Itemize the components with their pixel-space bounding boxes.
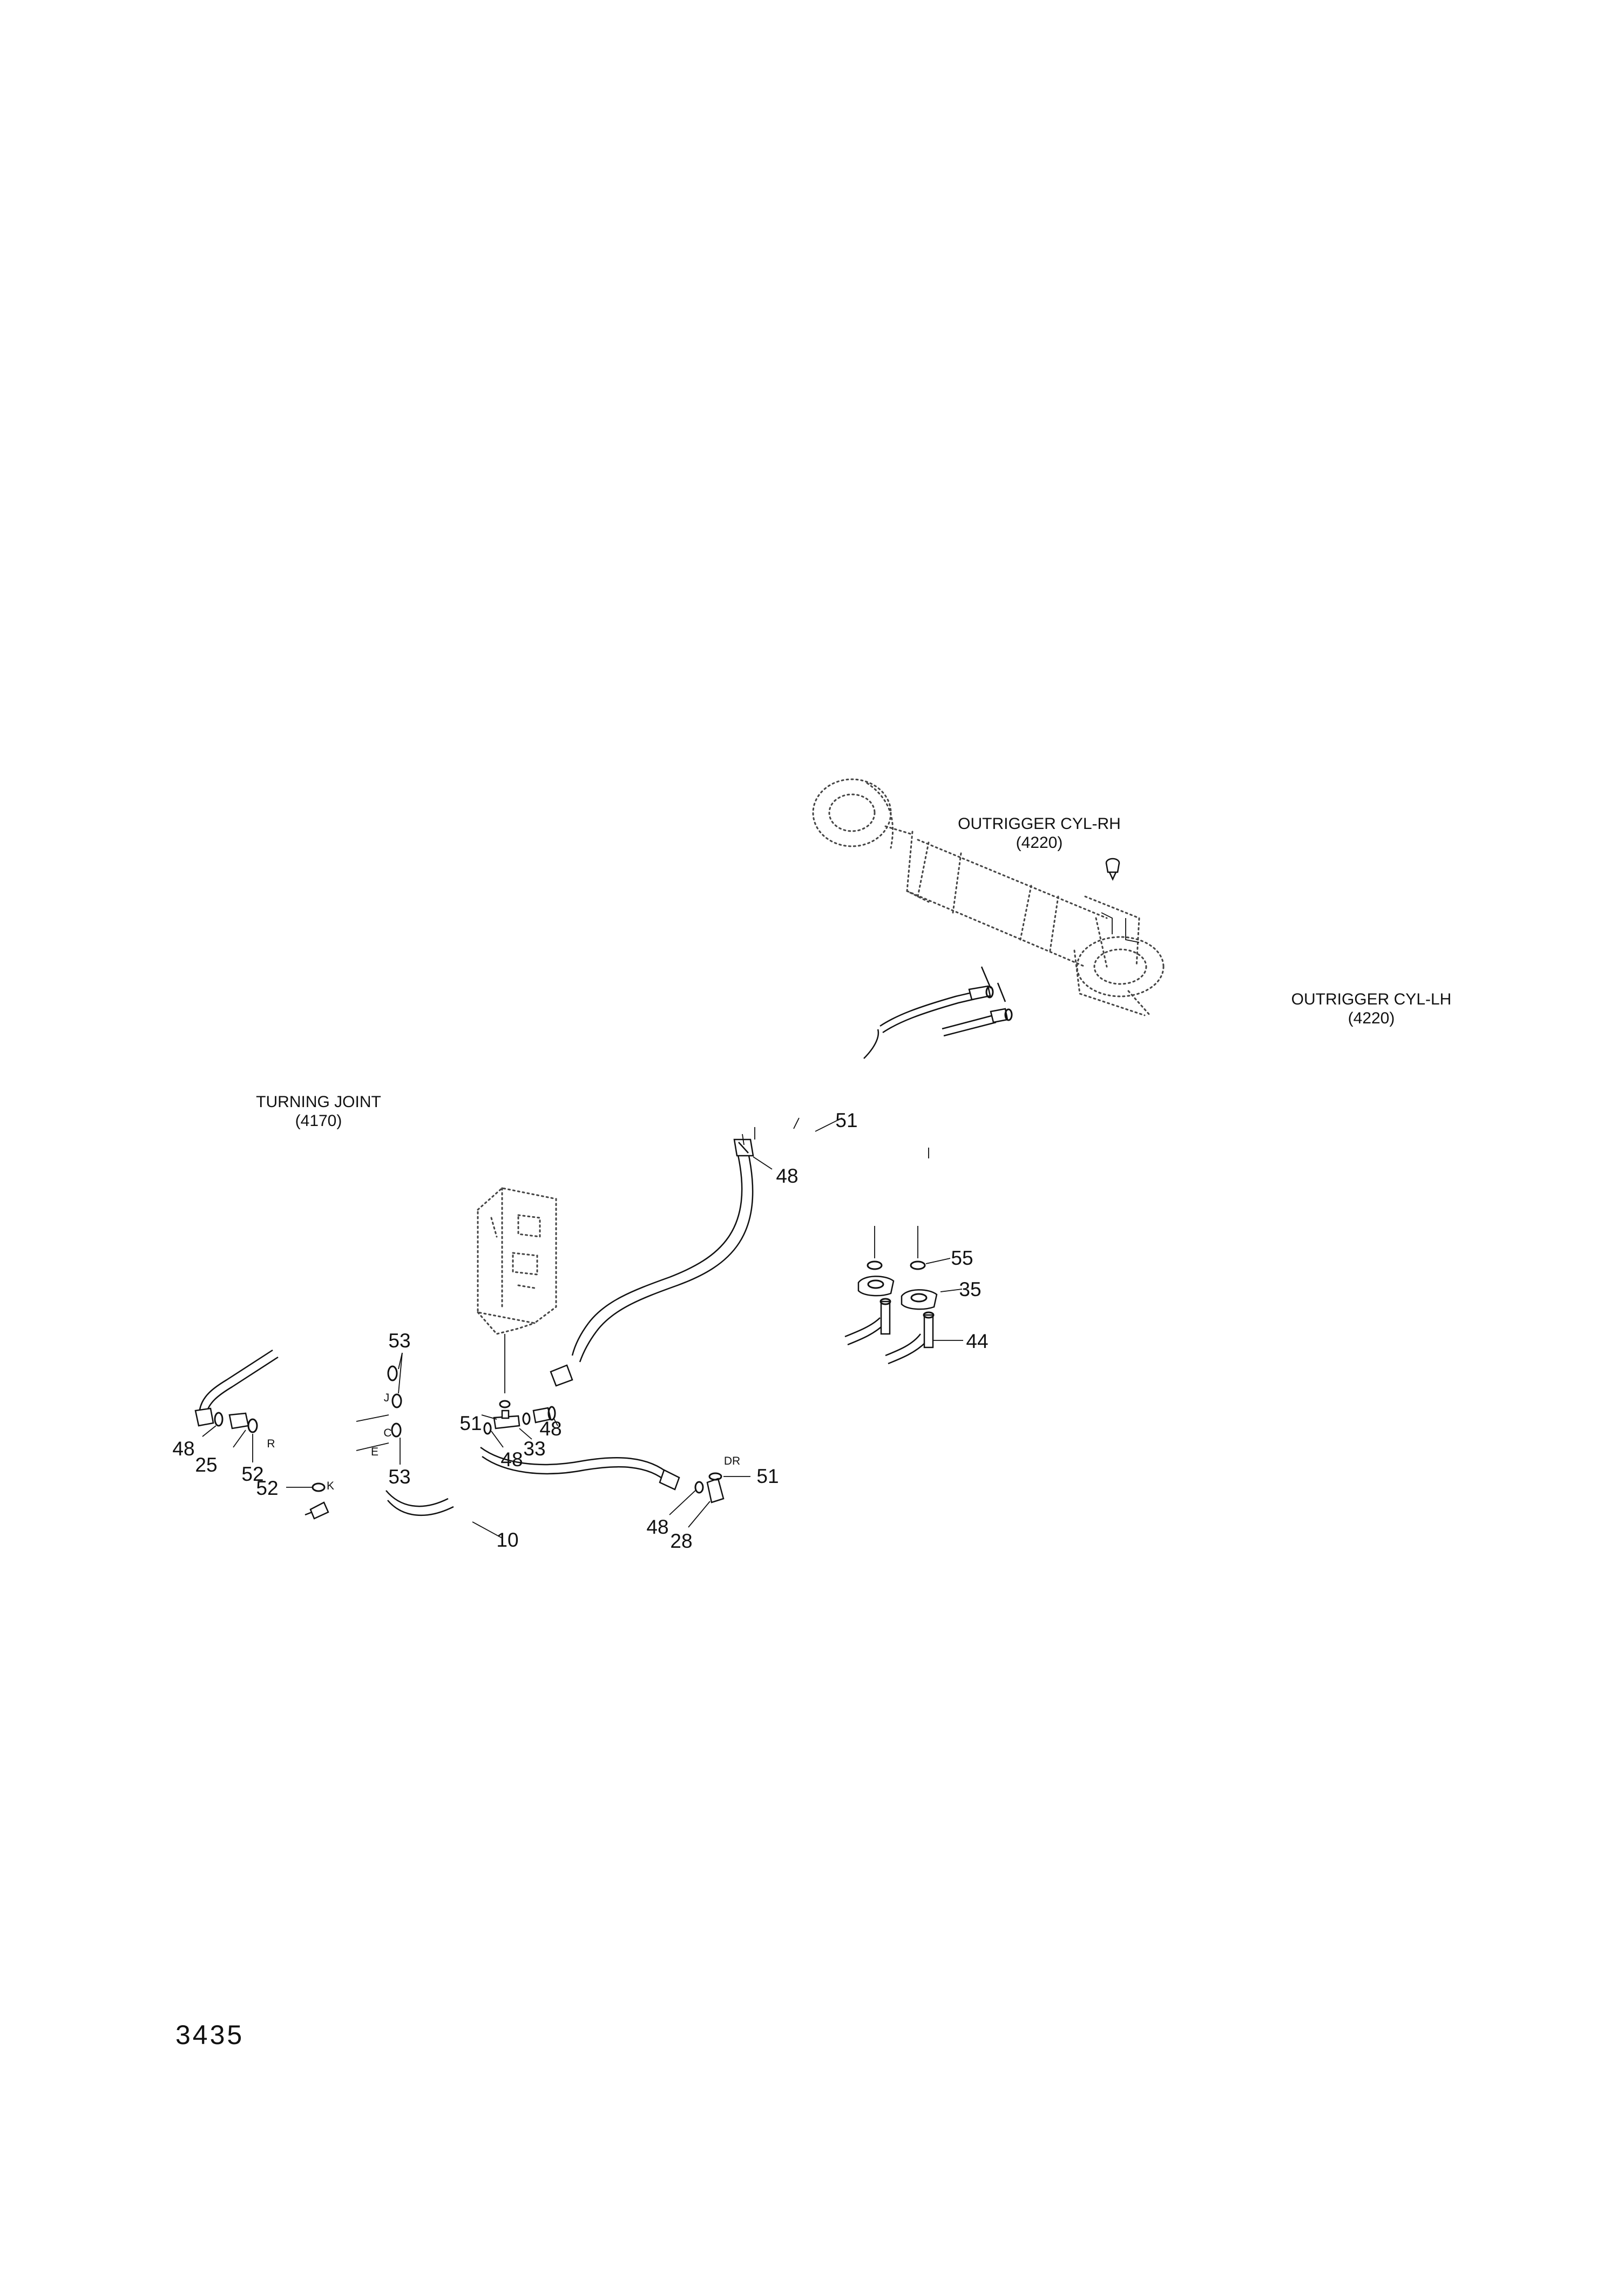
- callout-28: 28: [670, 1530, 692, 1552]
- callout-48-tee-low: 48: [500, 1448, 523, 1471]
- port-letter-dr: DR: [724, 1455, 740, 1467]
- drain-hose: [480, 1446, 725, 1503]
- outrigger-cylinder-rh: [812, 778, 1165, 1016]
- tee-fitting: [483, 1400, 556, 1435]
- clamp-group: [844, 1226, 938, 1365]
- callout-53-bottom: 53: [388, 1466, 410, 1488]
- port-letter-c: C: [383, 1427, 391, 1439]
- callout-10: 10: [496, 1529, 518, 1551]
- callout-51-dr: 51: [756, 1465, 779, 1487]
- callout-44: 44: [966, 1330, 988, 1352]
- callout-48-dr: 48: [646, 1516, 668, 1538]
- port-letter-j: J: [384, 1392, 390, 1404]
- callout-55: 55: [951, 1247, 973, 1269]
- port-letter-k: K: [327, 1480, 334, 1492]
- callout-33: 33: [523, 1438, 545, 1460]
- turning-joint-name: TURNING JOINT: [256, 1093, 381, 1111]
- callout-52-a: 52: [241, 1463, 263, 1485]
- callout-52-b: 52: [256, 1477, 278, 1499]
- vent-plug-icon: [1105, 858, 1120, 881]
- callout-35: 35: [959, 1278, 981, 1300]
- port-letter-e: E: [371, 1446, 378, 1458]
- callout-51-top: 51: [835, 1109, 857, 1131]
- callout-53-top: 53: [388, 1330, 410, 1352]
- turning-joint-ref: (4170): [295, 1112, 342, 1130]
- outrigger-lh-name: OUTRIGGER CYL-LH: [1291, 990, 1452, 1008]
- callout-51-tee: 51: [459, 1412, 482, 1434]
- port-letter-r: R: [267, 1438, 275, 1450]
- return-port-group: [356, 1365, 454, 1516]
- plug-fitting-k: [304, 1482, 329, 1520]
- outrigger-hose-pair: [863, 966, 1013, 1059]
- callout-48-upper: 48: [776, 1165, 798, 1187]
- main-hose: [550, 1138, 754, 1387]
- outrigger-lh-ref: (4220): [1348, 1009, 1395, 1027]
- outrigger-rh-name: OUTRIGGER CYL-RH: [958, 815, 1121, 833]
- outrigger-rh-ref: (4220): [1016, 834, 1063, 852]
- left-hose-assembly: [194, 1349, 279, 1433]
- callout-48-tee-right: 48: [539, 1418, 561, 1440]
- turning-joint: [477, 1187, 557, 1393]
- page-number: 3435: [175, 2020, 244, 2050]
- callout-48-left: 48: [172, 1438, 194, 1460]
- leader-lines: [202, 1117, 963, 1539]
- callout-25: 25: [195, 1454, 217, 1476]
